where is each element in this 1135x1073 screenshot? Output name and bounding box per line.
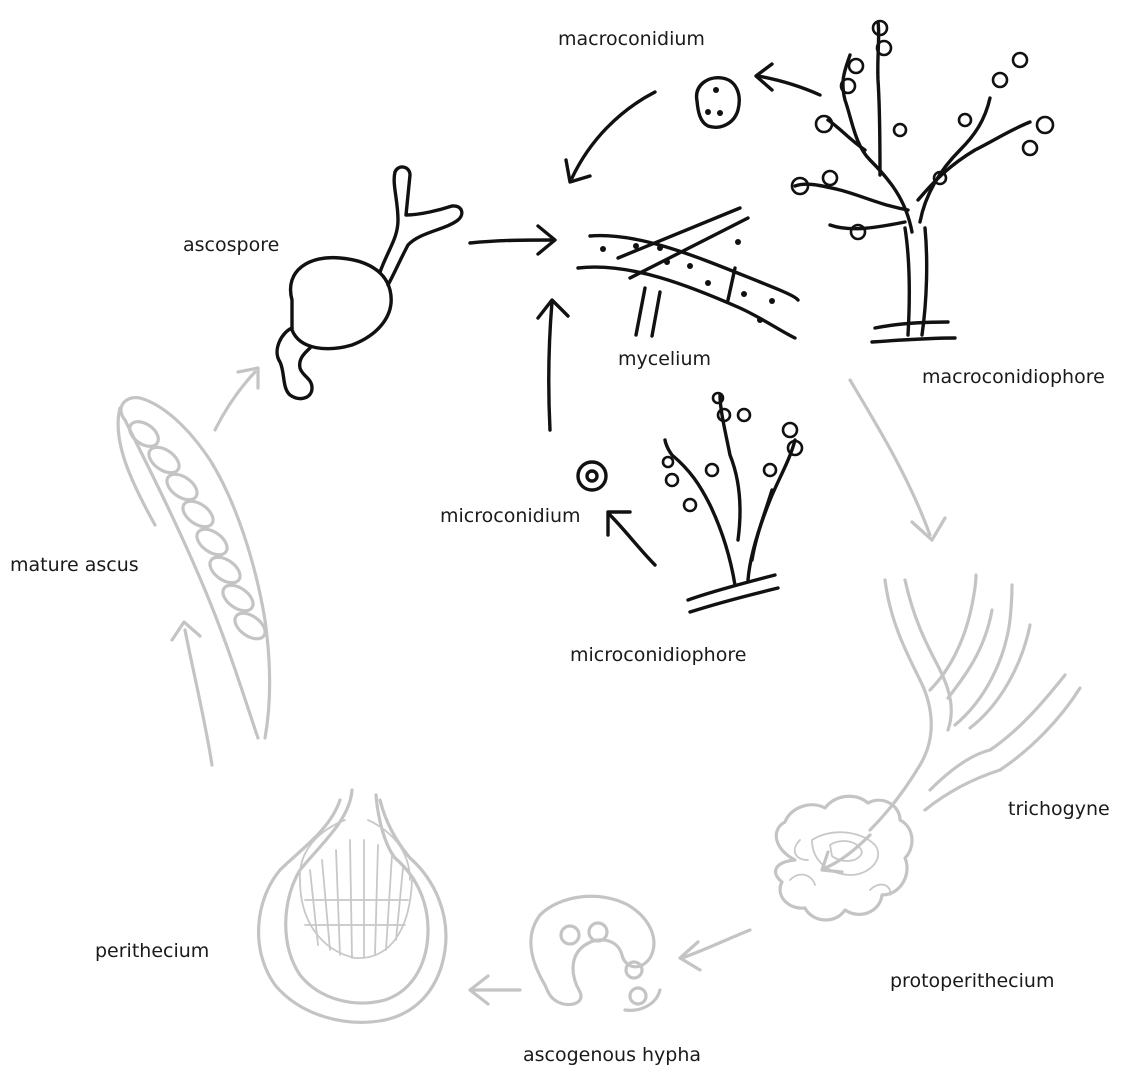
label-mature-ascus: mature ascus	[10, 556, 139, 575]
label-microconidiophore: microconidiophore	[570, 646, 746, 665]
label-protoperithecium: protoperithecium	[890, 972, 1054, 991]
label-perithecium: perithecium	[95, 942, 209, 961]
arrow-macroconidiophore-to-trichogyne	[850, 380, 945, 540]
arrow-macroconidium-to-mycelium	[566, 92, 655, 182]
arrow-mature-ascus-to-ascospore	[215, 368, 258, 430]
arrow-microconidiophore-to-microconidium	[608, 512, 655, 565]
arrow-protoperithecium-to-ascogenous-hypha	[680, 930, 750, 970]
ascogenous-hypha-drawing	[531, 896, 660, 1010]
perithecium-drawing	[259, 790, 446, 1022]
label-ascospore: ascospore	[183, 236, 279, 255]
macroconidium-drawing	[697, 78, 740, 127]
label-macroconidium: macroconidium	[558, 30, 705, 49]
ascospore-drawing	[277, 167, 462, 399]
arrow-perithecium-to-mature-ascus	[172, 622, 212, 765]
arrow-microconidium-to-mycelium	[538, 300, 568, 430]
label-mycelium: mycelium	[618, 350, 711, 369]
label-ascogenous-hypha: ascogenous hypha	[523, 1046, 701, 1065]
arrow-macroconidiophore-to-macroconidium	[756, 64, 820, 95]
label-trichogyne: trichogyne	[1008, 800, 1110, 819]
arrow-ascogenous-hypha-to-perithecium	[470, 976, 520, 1004]
microconidium-drawing	[578, 462, 606, 490]
macroconidiophore-drawing	[792, 21, 1053, 342]
microconidiophore-drawing	[663, 393, 802, 612]
mycelium-drawing	[578, 208, 798, 338]
arrow-ascospore-to-mycelium	[470, 226, 555, 254]
label-macroconidiophore: macroconidiophore	[922, 368, 1105, 387]
mature-ascus-drawing	[118, 398, 270, 738]
label-microconidium: microconidium	[440, 507, 581, 526]
trichogyne-drawing	[870, 575, 1080, 830]
